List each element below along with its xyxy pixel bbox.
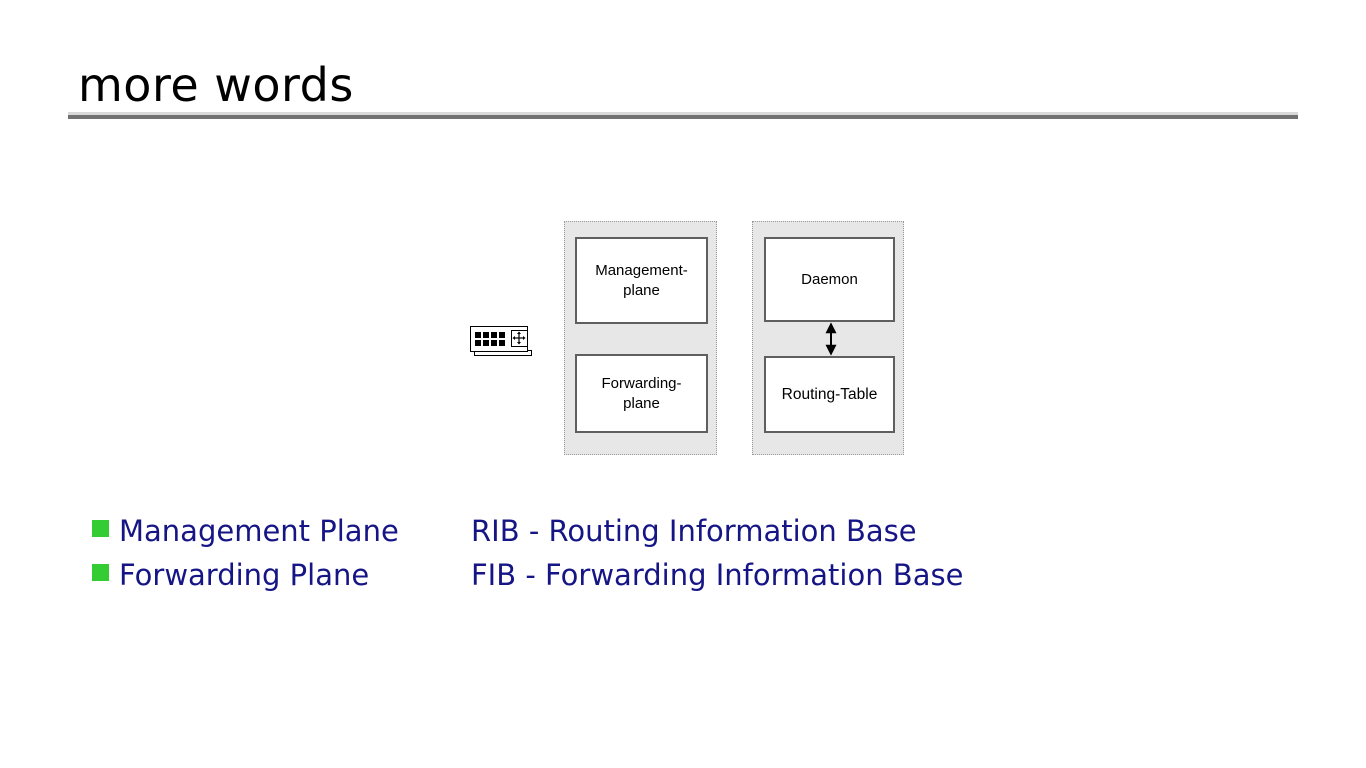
green-square-bullet-icon — [92, 520, 109, 537]
daemon-label: Daemon — [801, 270, 858, 288]
bullet-label-forwarding-plane: Forwarding Plane — [119, 558, 370, 592]
bullet-definition-rib: RIB - Routing Information Base — [471, 514, 917, 548]
list-item: Forwarding Plane FIB - Forwarding Inform… — [92, 553, 1272, 597]
page-title: more words — [78, 58, 354, 112]
forwarding-plane-box: Forwarding-plane — [575, 354, 708, 433]
software-group: Daemon Routing-Table — [752, 221, 904, 455]
routing-table-box: Routing-Table — [764, 356, 895, 433]
list-item: Management Plane RIB - Routing Informati… — [92, 509, 1272, 553]
planes-group: Management-plane Forwarding-plane — [564, 221, 717, 455]
divider-shadow — [68, 115, 1298, 119]
router-ports-icon — [475, 332, 505, 346]
title-divider — [68, 112, 1298, 119]
forwarding-plane-label: Forwarding-plane — [601, 375, 682, 412]
management-plane-box: Management-plane — [575, 237, 708, 324]
daemon-box: Daemon — [764, 237, 895, 322]
divider-highlight — [68, 112, 1298, 115]
bullet-definition-fib: FIB - Forwarding Information Base — [471, 558, 964, 592]
router-arrows-icon — [511, 330, 528, 347]
double-headed-arrow-icon — [822, 322, 840, 356]
management-plane-label: Management-plane — [595, 262, 688, 299]
bullet-label-management-plane: Management Plane — [119, 514, 399, 548]
router-switch-icon — [470, 326, 532, 358]
definitions-list: Management Plane RIB - Routing Informati… — [92, 509, 1272, 597]
routing-table-label: Routing-Table — [781, 385, 878, 403]
green-square-bullet-icon — [92, 564, 109, 581]
